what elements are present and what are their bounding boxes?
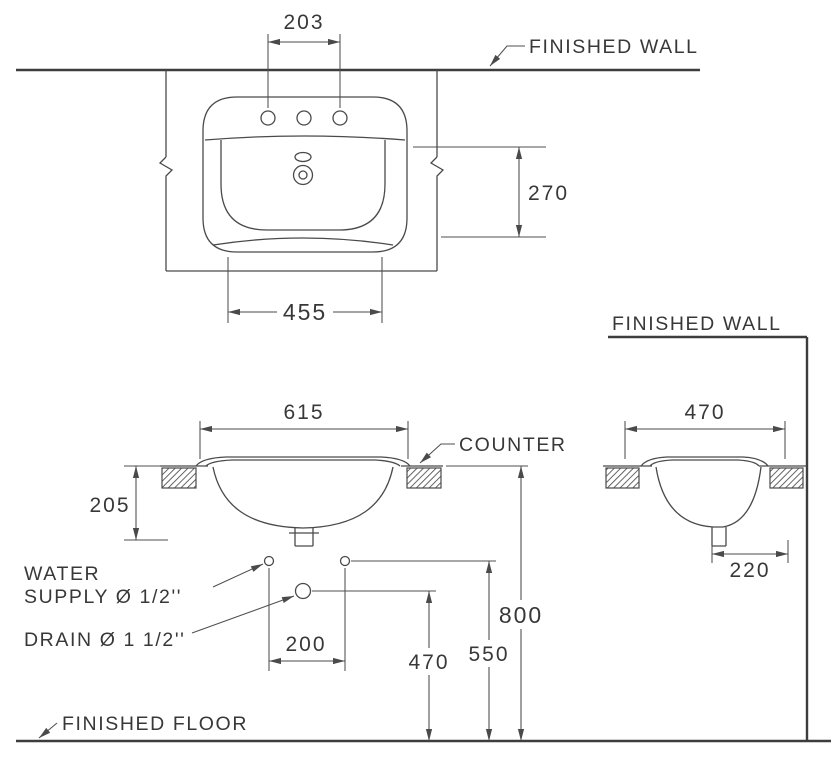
dim-455-text: 455	[283, 299, 327, 325]
side-view: FINISHED WALL	[603, 313, 807, 547]
dim-800-text: 800	[499, 602, 543, 628]
dim-203: 203	[267, 11, 341, 108]
dim-615: 615	[199, 401, 409, 459]
dim-550: 550	[351, 560, 514, 741]
water-supply-label-line1: WATER	[24, 563, 100, 585]
finished-floor-callout: FINISHED FLOOR	[38, 713, 248, 739]
leader-finished-wall-top	[489, 45, 525, 67]
basin-bowl-front	[212, 466, 394, 529]
drain-tailpiece-front	[289, 528, 319, 547]
break-mark-left	[158, 156, 174, 271]
faucet-hole-center	[296, 110, 312, 126]
drain-label: DRAIN Ø 1 1/2''	[24, 629, 186, 651]
drain-hole-top-view	[292, 164, 314, 186]
basin-rim-inner-side	[649, 459, 760, 467]
dim-200-text: 200	[285, 633, 326, 656]
dim-205: 205	[89, 465, 168, 541]
counter-callout: COUNTER	[419, 434, 567, 464]
dim-470-depth: 470	[624, 401, 786, 459]
finished-wall-top-callout: FINISHED WALL	[489, 36, 699, 67]
faucet-hole-right	[332, 110, 348, 126]
top-view	[158, 70, 445, 272]
overflow-hole	[294, 151, 312, 163]
basin-rim-outer-front	[195, 456, 411, 467]
faucet-hole-left	[260, 110, 276, 126]
front-view	[160, 456, 443, 600]
dim-270: 270	[413, 146, 569, 238]
leader-counter	[419, 443, 455, 464]
counter-section-right-side	[769, 467, 804, 489]
leader-finished-floor	[38, 722, 58, 739]
dim-203-text: 203	[283, 11, 324, 34]
dim-800: 800	[446, 465, 548, 741]
leader-drain	[191, 595, 295, 634]
dim-200: 200	[268, 568, 346, 671]
drain-hole-inner	[298, 170, 308, 180]
dim-205-text: 205	[89, 494, 130, 517]
dim-220-text: 220	[729, 559, 770, 582]
finished-wall-side-label: FINISHED WALL	[612, 313, 782, 335]
basin-bowl-opening	[220, 140, 386, 231]
finished-floor-label: FINISHED FLOOR	[62, 713, 248, 735]
basin-rim-outer-side	[640, 456, 769, 467]
water-supply-point-right	[339, 555, 351, 567]
counter-section-left	[161, 467, 197, 489]
break-mark-right	[429, 156, 445, 271]
basin-bowl-side	[655, 466, 762, 528]
drain-tailpiece-side	[711, 527, 727, 547]
dim-615-text: 615	[283, 401, 324, 424]
water-supply-label-line2: SUPPLY Ø 1/2''	[24, 586, 182, 608]
basin-front-rim-curve	[212, 237, 394, 246]
basin-rim-inner-front	[205, 459, 401, 467]
drain-point	[294, 582, 312, 600]
counter-section-left-side	[605, 467, 640, 489]
water-supply-callout: WATER SUPPLY Ø 1/2''	[24, 563, 264, 608]
dim-470-height: 470	[312, 590, 454, 741]
structure-lines	[16, 68, 831, 743]
drain-callout: DRAIN Ø 1 1/2''	[24, 595, 295, 651]
dim-270-text: 270	[528, 182, 569, 205]
dim-470-height-text: 470	[408, 651, 449, 674]
finished-wall-top-label: FINISHED WALL	[529, 36, 699, 58]
counter-label: COUNTER	[459, 434, 567, 456]
leader-water-supply	[212, 563, 264, 588]
dim-455: 455	[227, 257, 383, 325]
dim-470-depth-text: 470	[684, 401, 725, 424]
basin-outline-top	[202, 96, 408, 253]
counter-section-right	[406, 467, 442, 489]
dim-550-text: 550	[468, 643, 509, 666]
water-supply-point-left	[263, 555, 275, 567]
basin-deck-line	[204, 135, 406, 141]
dim-220: 220	[711, 540, 789, 582]
